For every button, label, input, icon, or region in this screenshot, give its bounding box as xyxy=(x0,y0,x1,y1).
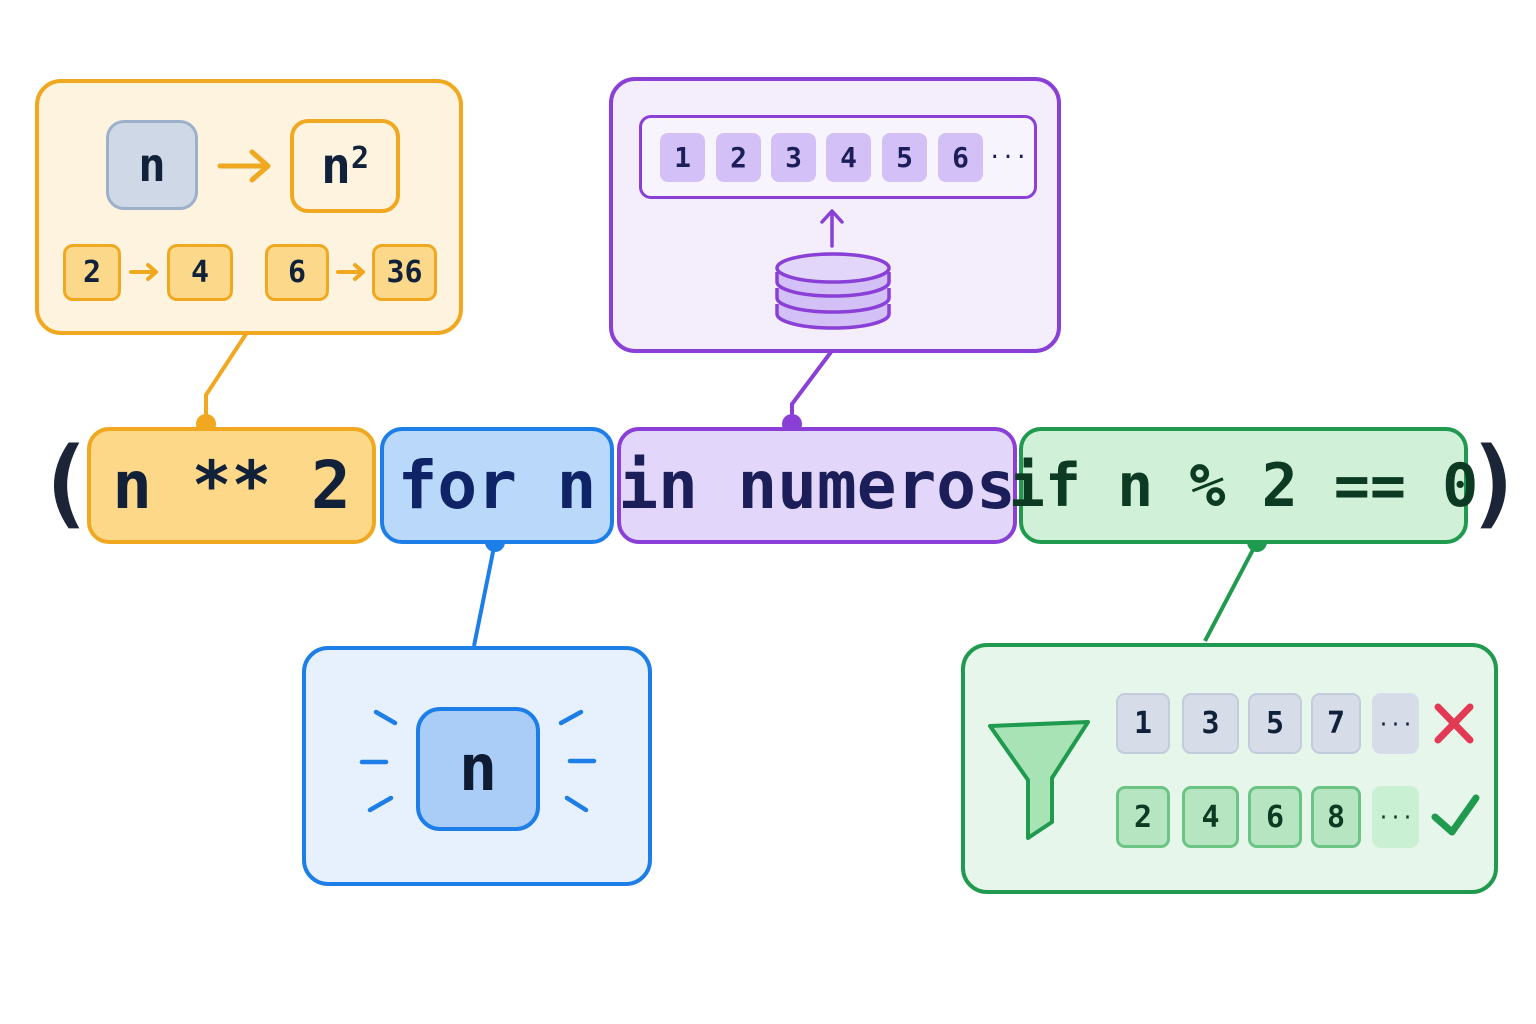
small-arrow-icon xyxy=(336,263,365,281)
close-paren: ) xyxy=(1466,427,1524,539)
example-to-1: 4 xyxy=(190,255,210,290)
check-icon xyxy=(1431,794,1480,836)
sequence-item: 5 xyxy=(882,133,927,182)
accepted-ellipsis: ··· xyxy=(1372,786,1419,848)
sequence-item: 1 xyxy=(660,133,705,182)
example-from-tile-2: 6 xyxy=(265,244,329,301)
accepted-item: 6 xyxy=(1248,786,1302,848)
open-paren: ( xyxy=(36,427,94,539)
connector-variable xyxy=(472,541,497,647)
small-arrow-icon xyxy=(129,263,158,281)
rejected-item: 7 xyxy=(1311,693,1361,754)
square-input-tile: n xyxy=(106,120,198,210)
square-output-exponent: 2 xyxy=(351,140,370,176)
example-from-2: 6 xyxy=(287,255,307,290)
connector-filter xyxy=(1203,541,1259,642)
expression-text-condition: if n % 2 == 0 xyxy=(1008,450,1479,521)
expression-text-loop: for n xyxy=(397,447,597,524)
up-arrow-icon xyxy=(820,209,844,248)
accepted-item: 4 xyxy=(1182,786,1239,848)
rejected-item: 1 xyxy=(1116,693,1170,754)
example-to-2: 36 xyxy=(386,255,423,290)
expression-text-output: n ** 2 xyxy=(112,447,351,524)
variable-tile: n xyxy=(416,707,540,831)
accepted-item: 2 xyxy=(1116,786,1170,848)
square-input-text: n xyxy=(138,138,166,192)
square-output-base: n xyxy=(320,137,352,195)
rejected-ellipsis: ··· xyxy=(1372,693,1419,754)
example-from-1: 2 xyxy=(82,255,102,290)
cross-icon xyxy=(1434,703,1474,744)
sequence-item: 4 xyxy=(826,133,871,182)
rejected-item: 5 xyxy=(1248,693,1302,754)
sequence-item: 3 xyxy=(771,133,816,182)
expression-segment-loop: for n xyxy=(380,427,614,544)
example-from-tile-1: 2 xyxy=(63,244,121,301)
expression-text-source: in numeros xyxy=(618,447,1016,524)
sequence-item: 2 xyxy=(716,133,761,182)
expression-segment-condition: if n % 2 == 0 xyxy=(1009,427,1478,544)
accepted-item: 8 xyxy=(1311,786,1361,848)
sequence-item: 6 xyxy=(938,133,983,182)
sequence-ellipsis: ··· xyxy=(988,145,1028,170)
expression-segment-source: in numeros xyxy=(617,427,1017,544)
example-to-tile-1: 4 xyxy=(167,244,233,301)
example-to-tile-2: 36 xyxy=(372,244,437,301)
rejected-item: 3 xyxy=(1182,693,1239,754)
expression-segment-output: n ** 2 xyxy=(87,427,376,544)
variable-text: n xyxy=(458,732,498,806)
